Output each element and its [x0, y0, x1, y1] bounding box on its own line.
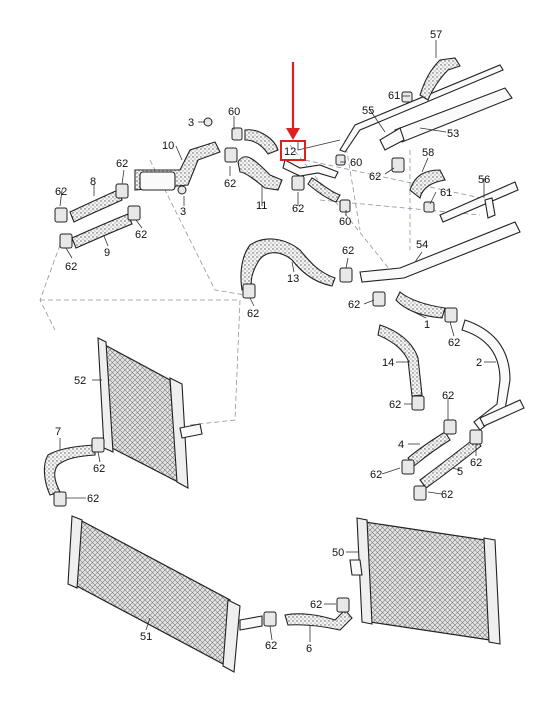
label-62: 62	[310, 599, 322, 611]
label-62: 62	[265, 640, 277, 652]
hose-1	[395, 291, 446, 319]
label-61: 61	[440, 187, 452, 199]
label-8: 8	[90, 176, 96, 188]
label-58: 58	[422, 147, 434, 159]
label-62: 62	[65, 261, 77, 273]
label-50: 50	[332, 547, 344, 559]
hose-57	[419, 57, 461, 101]
label-3: 3	[180, 206, 186, 218]
label-62: 62	[116, 158, 128, 170]
label-54: 54	[416, 239, 428, 251]
hose-58	[409, 169, 446, 199]
label-9: 9	[104, 247, 110, 259]
hose-12	[282, 159, 341, 203]
label-53: 53	[447, 128, 459, 140]
label-12: 12	[284, 146, 296, 158]
hose-4	[407, 431, 451, 467]
label-62: 62	[292, 203, 304, 215]
label-60: 60	[228, 106, 240, 118]
label-14: 14	[382, 357, 394, 369]
radiator-50	[349, 517, 501, 645]
label-62: 62	[348, 299, 360, 311]
leader-lines	[59, 40, 496, 642]
label-3: 3	[188, 117, 194, 129]
label-62: 62	[87, 493, 99, 505]
hose-9	[71, 213, 133, 249]
hose-10	[134, 141, 221, 191]
hose-5	[419, 437, 482, 489]
label-55: 55	[362, 105, 374, 117]
label-62: 62	[470, 457, 482, 469]
label-57: 57	[430, 29, 442, 41]
hose-11	[237, 129, 283, 191]
label-6: 6	[306, 643, 312, 655]
label-62: 62	[448, 337, 460, 349]
hose-6	[284, 609, 353, 631]
highlight-box-12	[280, 140, 306, 161]
label-62: 62	[442, 390, 454, 402]
label-13: 13	[287, 273, 299, 285]
label-62: 62	[369, 171, 381, 183]
label-5: 5	[457, 466, 463, 478]
label-2: 2	[476, 357, 482, 369]
label-62: 62	[370, 469, 382, 481]
label-62: 62	[389, 399, 401, 411]
label-62: 62	[135, 229, 147, 241]
label-60: 60	[350, 157, 362, 169]
label-7: 7	[55, 426, 61, 438]
hose-7	[43, 444, 96, 496]
radiator-52	[97, 337, 203, 489]
label-62: 62	[224, 178, 236, 190]
label-61: 61	[388, 90, 400, 102]
hose-14	[377, 324, 423, 397]
label-60: 60	[339, 216, 351, 228]
pipe-2	[461, 319, 525, 431]
label-1: 1	[424, 319, 430, 331]
label-10: 10	[162, 140, 174, 152]
label-51: 51	[140, 631, 152, 643]
radiator-51	[67, 515, 263, 673]
label-11: 11	[256, 200, 267, 212]
label-4: 4	[398, 439, 404, 451]
label-62: 62	[55, 186, 67, 198]
pipe-56	[439, 181, 519, 223]
label-56: 56	[478, 174, 490, 186]
label-62: 62	[247, 308, 259, 320]
label-52: 52	[74, 375, 86, 387]
pipe-54	[359, 221, 521, 283]
hose-8	[69, 189, 123, 223]
part-labels: 57 61 55 53 60 3 10 12 60 58 62 62 62 56…	[55, 29, 490, 655]
clamps	[53, 91, 483, 627]
label-62: 62	[342, 245, 354, 257]
pipe-55	[339, 64, 504, 153]
red-arrowhead-icon	[286, 128, 300, 140]
label-62: 62	[441, 489, 453, 501]
highlight-callout	[280, 62, 306, 161]
label-62: 62	[93, 463, 105, 475]
